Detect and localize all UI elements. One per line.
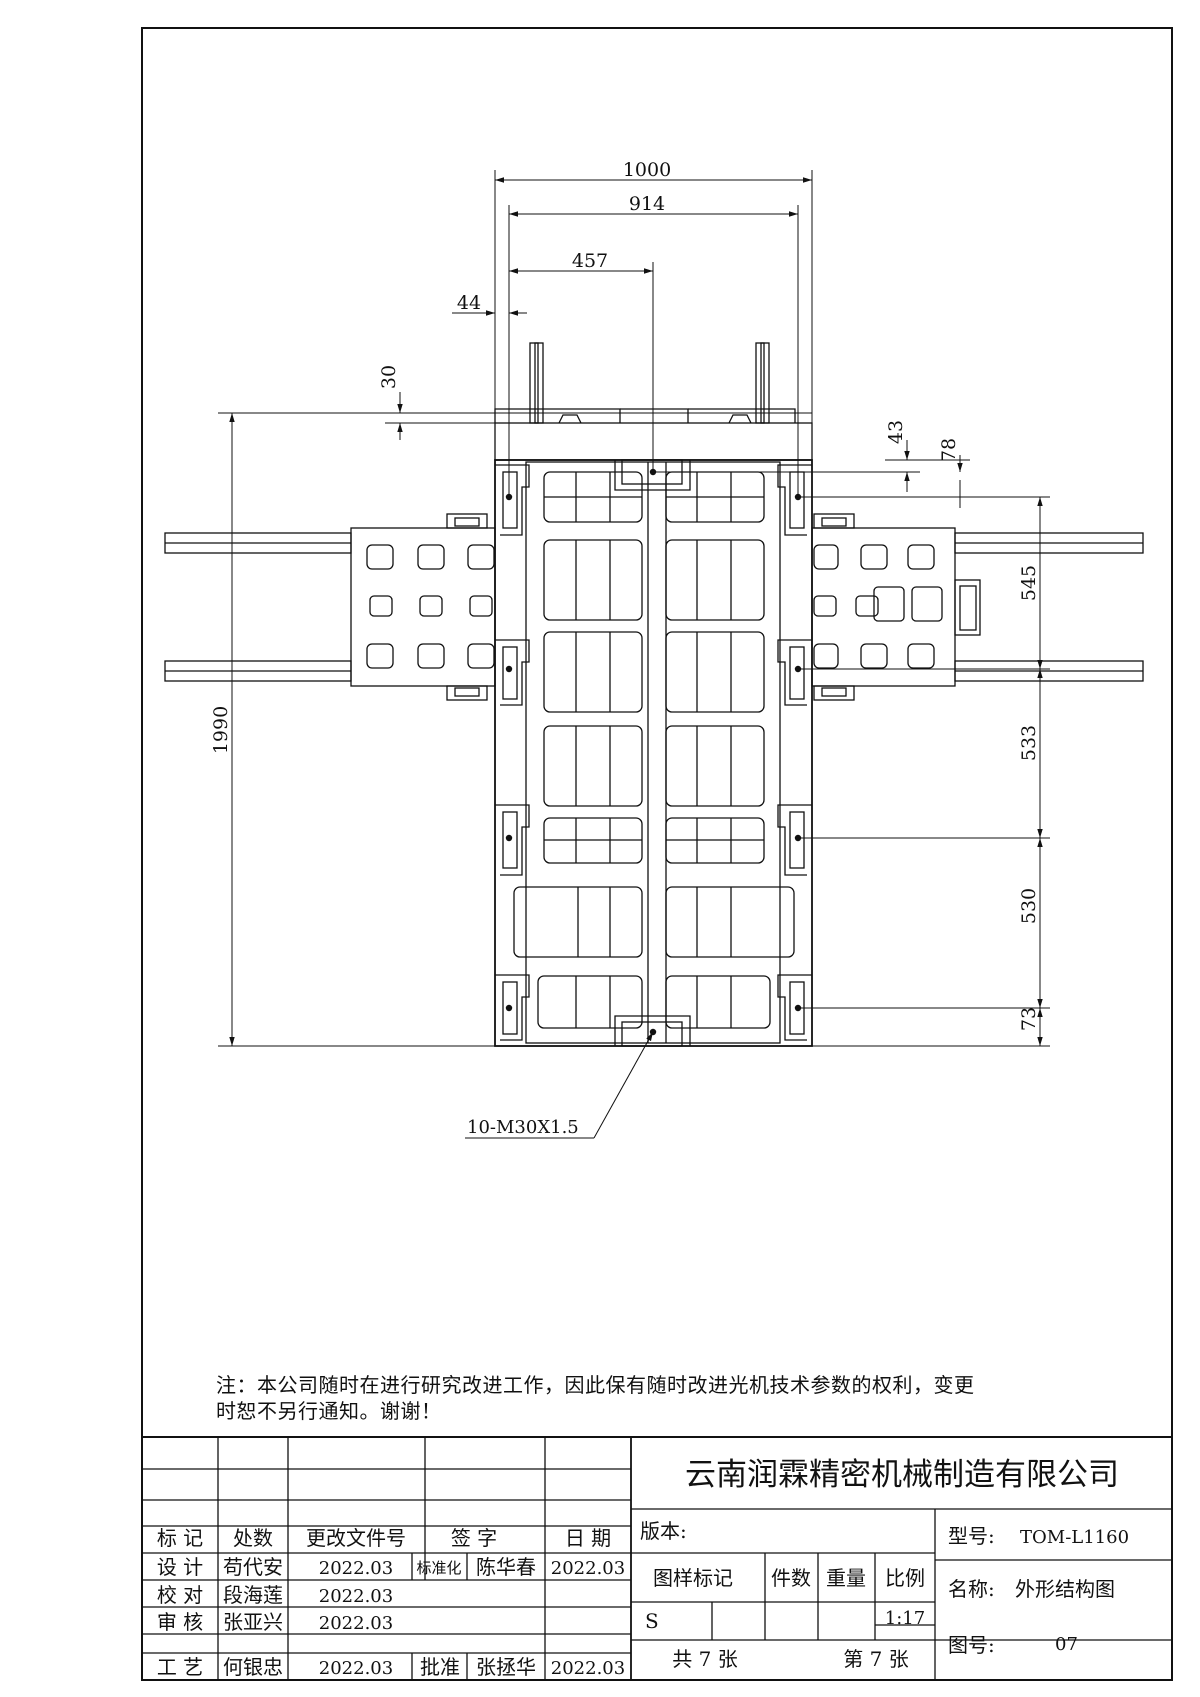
header-mark: 标 记 <box>157 1526 203 1550</box>
row-name2-process: 张拯华 <box>476 1655 536 1679</box>
row-role-process: 工 艺 <box>157 1655 203 1679</box>
header-date: 日 期 <box>565 1526 611 1550</box>
right-cross-slide <box>811 513 1144 701</box>
model-label: 型号: <box>948 1524 995 1548</box>
version-label: 版本: <box>640 1519 687 1543</box>
row-role2-process: 批准 <box>420 1655 460 1679</box>
header-change-doc: 更改文件号 <box>306 1526 406 1550</box>
row-role2-design: 标准化 <box>416 1559 461 1577</box>
bolt-holes <box>505 468 802 1036</box>
row-date2-design: 2022.03 <box>551 1558 625 1579</box>
row-name-review: 张亚兴 <box>223 1610 283 1634</box>
note-line-1: 注：本公司随时在进行研究改进工作，因此保有随时改进光机技术参数的权利，变更 <box>216 1373 975 1397</box>
drawing-number-label: 图号: <box>948 1633 995 1657</box>
header-sign: 签 字 <box>451 1526 497 1550</box>
dimension-texts: 1000 914 457 44 30 43 78 1990 545 533 53… <box>210 159 1040 1138</box>
name-value: 外形结构图 <box>1015 1577 1115 1601</box>
row-name-check: 段海莲 <box>223 1583 283 1607</box>
model-value: TOM-L1160 <box>1020 1527 1129 1548</box>
mounting-pads <box>495 459 812 1047</box>
header-zones: 处数 <box>233 1526 273 1550</box>
dim-span-3: 530 <box>1018 888 1040 924</box>
dim-span-2: 533 <box>1018 725 1040 761</box>
sample-mark-header: 图样标记 <box>653 1566 733 1590</box>
drawing-note: 注：本公司随时在进行研究改进工作，因此保有随时改进光机技术参数的权利，变更 时恕… <box>216 1372 1096 1424</box>
dim-span-1: 545 <box>1018 565 1040 601</box>
count-header: 件数 <box>771 1566 811 1590</box>
row-name-design: 苟代安 <box>223 1555 283 1579</box>
drawing-number-value: 07 <box>1055 1634 1078 1655</box>
dim-half-width: 457 <box>572 250 608 272</box>
weight-header: 重量 <box>826 1566 866 1590</box>
row-date-check: 2022.03 <box>319 1586 393 1607</box>
row-role-design: 设 计 <box>157 1555 203 1579</box>
dim-overall-width: 1000 <box>623 159 671 181</box>
dimension-lines <box>218 170 1050 1139</box>
dim-overall-length: 1990 <box>210 706 232 754</box>
sample-mark-value: S <box>645 1609 659 1633</box>
drawing-frame <box>141 27 1173 1681</box>
company-name: 云南润霖精密机械制造有限公司 <box>685 1457 1119 1493</box>
dim-span-4: 73 <box>1018 1007 1040 1031</box>
row-role-review: 审 核 <box>157 1610 203 1634</box>
bed-pockets <box>513 471 795 1029</box>
dim-inner-width: 914 <box>629 193 665 215</box>
sheet-number: 第 7 张 <box>843 1647 908 1671</box>
machine-plan-view <box>164 342 1144 1047</box>
scale-header: 比例 <box>885 1566 925 1590</box>
row-date2-process: 2022.03 <box>551 1658 625 1679</box>
row-date-review: 2022.03 <box>319 1613 393 1634</box>
row-name-process: 何银忠 <box>223 1655 283 1679</box>
row-date-design: 2022.03 <box>319 1558 393 1579</box>
dim-right-top-b: 78 <box>938 438 960 462</box>
title-block-texts: 云南润霖精密机械制造有限公司 标 记 处数 更改文件号 签 字 日 期 设 计 … <box>157 1457 1129 1679</box>
left-cross-slide <box>164 513 496 701</box>
title-block <box>141 1436 1173 1681</box>
dim-top-offset: 30 <box>378 365 400 389</box>
row-name2-design: 陈华春 <box>476 1555 536 1579</box>
row-date-process: 2022.03 <box>319 1658 393 1679</box>
dim-edge-offset: 44 <box>457 292 481 314</box>
thread-callout: 10-M30X1.5 <box>467 1117 579 1138</box>
name-label: 名称: <box>948 1577 995 1601</box>
row-role-check: 校 对 <box>157 1583 203 1607</box>
scale-value: 1:17 <box>885 1608 925 1629</box>
total-sheets: 共 7 张 <box>672 1647 737 1671</box>
note-line-2: 时恕不另行通知。谢谢！ <box>216 1399 442 1423</box>
dim-right-top-a: 43 <box>885 420 907 444</box>
